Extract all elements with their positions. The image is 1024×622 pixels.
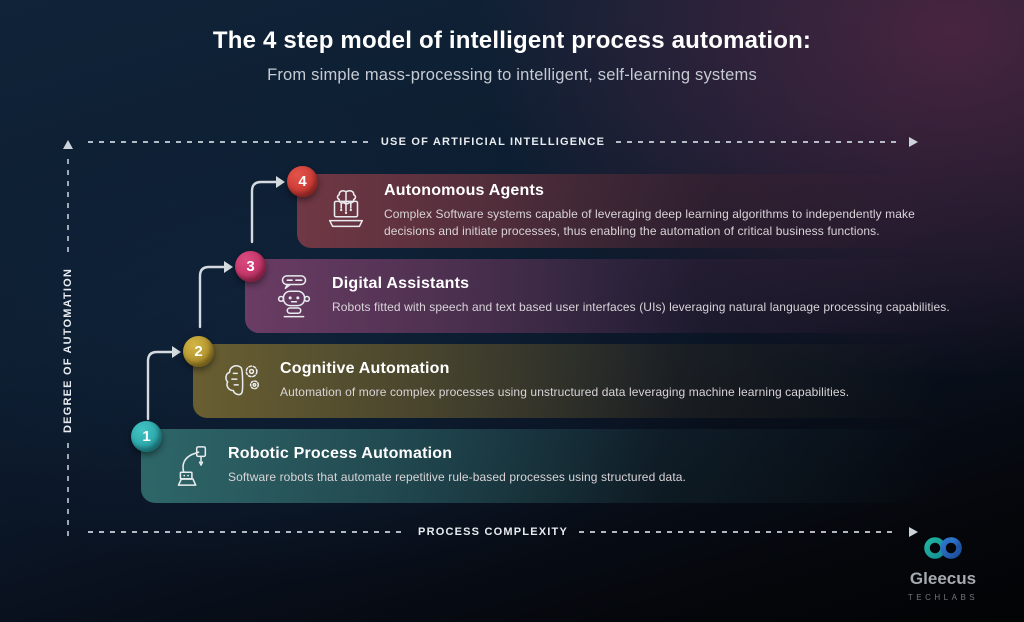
logo-subtitle: TECHLABS: [907, 593, 979, 602]
axis-left-label: DEGREE OF AUTOMATION: [62, 268, 74, 433]
step-text: Autonomous Agents Complex Software syste…: [384, 182, 932, 241]
axis-process-complexity: PROCESS COMPLEXITY: [88, 526, 919, 538]
step-card-robotic-process-automation: 1 Robotic Process Automation Software ro…: [131, 421, 972, 503]
brain-gears-icon: [219, 358, 265, 404]
step-text: Robotic Process Automation Software robo…: [228, 445, 686, 486]
axis-degree-of-automation: DEGREE OF AUTOMATION: [60, 140, 76, 542]
infinity-logo-icon: [924, 537, 962, 559]
header: The 4 step model of intelligent process …: [0, 27, 1024, 85]
connector-arrow-2-3: [198, 265, 226, 329]
step-number-badge: 4: [287, 166, 318, 197]
step-number-badge: 2: [183, 336, 214, 367]
step-text: Cognitive Automation Automation of more …: [280, 360, 849, 401]
chatbot-icon: [271, 273, 317, 319]
arrow-right-icon: [909, 137, 919, 147]
connector-arrowhead-2-3: [224, 261, 233, 273]
arrow-right-icon: [909, 527, 919, 537]
connector-arrowhead-1-2: [172, 346, 181, 358]
step-title: Robotic Process Automation: [228, 445, 453, 463]
dashed-line: [67, 159, 69, 259]
axis-top-label: USE OF ARTIFICIAL INTELLIGENCE: [380, 136, 606, 148]
step-description: Software robots that automate repetitive…: [228, 470, 686, 485]
step-text: Digital Assistants Robots fitted with sp…: [332, 275, 950, 316]
brand-logo: Gleecus TECHLABS: [878, 535, 1008, 602]
logo-name: Gleecus: [909, 569, 977, 588]
arrow-up-icon: [63, 140, 73, 149]
step-description: Robots fitted with speech and text based…: [332, 300, 950, 315]
step-number-badge: 1: [131, 421, 162, 452]
page-subtitle: From simple mass-processing to intellige…: [267, 66, 757, 84]
dashed-line: [578, 531, 899, 533]
step-title: Digital Assistants: [332, 275, 470, 293]
step-description: Automation of more complex processes usi…: [280, 385, 850, 400]
step-card-autonomous-agents: 4 Autonomous Agents Complex Software sys…: [287, 166, 972, 248]
connector-arrow-3-4: [250, 180, 278, 244]
connector-arrowhead-3-4: [276, 176, 285, 188]
step-card-cognitive-automation: 2 Cognitive Automation Automation of mor…: [183, 336, 972, 418]
ai-laptop-icon: [323, 188, 369, 234]
dashed-line: [88, 531, 408, 533]
axis-artificial-intelligence: USE OF ARTIFICIAL INTELLIGENCE: [88, 136, 919, 148]
step-title: Cognitive Automation: [280, 360, 450, 378]
step-title: Autonomous Agents: [384, 181, 545, 199]
dashed-line: [88, 141, 370, 143]
dashed-line: [67, 442, 69, 542]
axis-bottom-label: PROCESS COMPLEXITY: [418, 526, 568, 538]
page-title: The 4 step model of intelligent process …: [212, 27, 812, 54]
step-card-digital-assistants: 3 Digital Assistants Robots fitted with …: [235, 251, 972, 333]
step-number-badge: 3: [235, 251, 266, 282]
robot-arm-icon: [167, 443, 213, 489]
dashed-line: [616, 141, 899, 143]
connector-arrow-1-2: [146, 350, 174, 421]
step-description: Complex Software systems capable of leve…: [384, 206, 915, 238]
